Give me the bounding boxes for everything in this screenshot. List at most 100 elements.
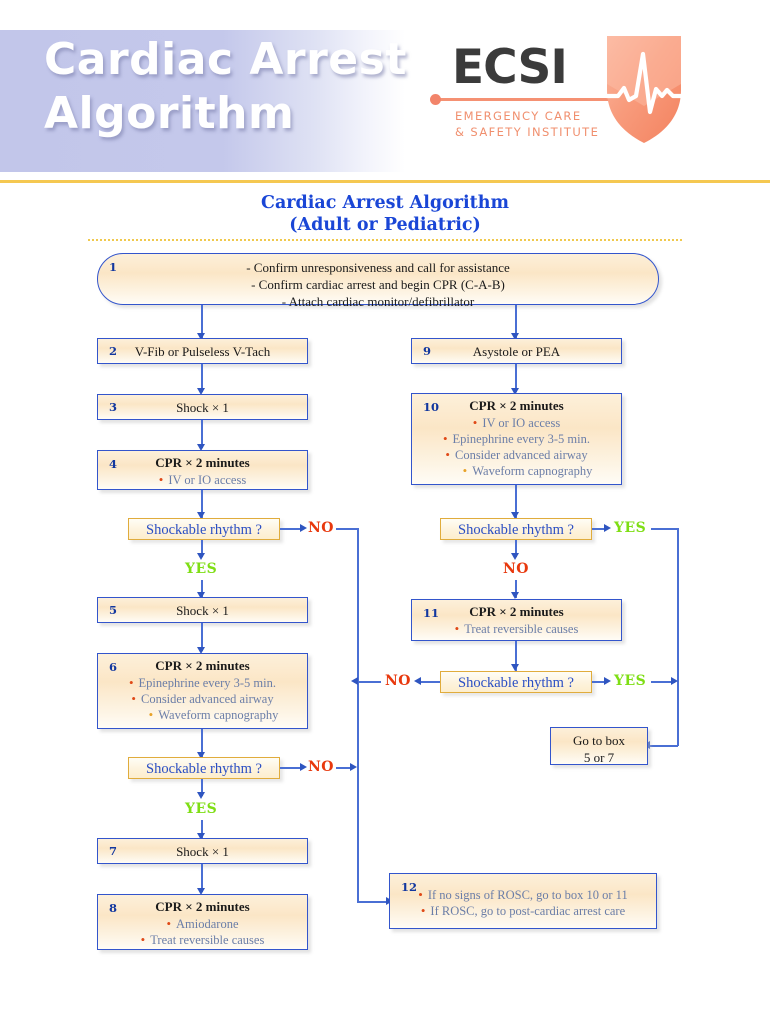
connector-3-to-4 (201, 420, 203, 448)
decision-4[interactable]: Shockable rhythm ? (440, 671, 592, 693)
arrowhead (604, 677, 611, 685)
arrowhead (197, 333, 205, 340)
list-item: Consider advanced airway (412, 447, 621, 463)
box-1[interactable]: 1 - Confirm unresponsiveness and call fo… (97, 253, 659, 309)
list-item: Treat reversible causes (412, 621, 621, 637)
ecsi-wordmark: ECSI (452, 40, 568, 95)
box-7-title: Shock × 1 (176, 844, 229, 859)
connector-d1-no-2 (336, 528, 359, 530)
box-6-title: CPR × 2 minutes (155, 658, 250, 673)
connector-10-to-d3 (515, 485, 517, 518)
connector-9-to-10 (515, 364, 517, 392)
box-8[interactable]: 8 CPR × 2 minutes Amiodarone Treat rever… (97, 894, 308, 950)
connector-d3-no (515, 540, 517, 557)
connector-d3-yes-2 (651, 528, 679, 530)
decision-3-text: Shockable rhythm ? (458, 522, 574, 538)
arrowhead (671, 677, 678, 685)
logo-rule (432, 98, 647, 101)
connector-d4-no (418, 681, 440, 683)
logo-dot-icon (430, 94, 441, 105)
arrowhead (197, 592, 205, 599)
box-1-number: 1 (109, 260, 118, 274)
box-1-text: - Confirm unresponsiveness and call for … (246, 260, 510, 309)
arrowhead (604, 524, 611, 532)
ecsi-tagline: EMERGENCY CARE & SAFETY INSTITUTE (455, 109, 600, 139)
arrowhead (300, 763, 307, 771)
ecsi-logo: ECSI EMERGENCY CARE & SAFETY INSTITUTE (430, 36, 683, 154)
connector-4-to-d1 (201, 490, 203, 520)
list-item: If no signs of ROSC, go to box 10 or 11 (390, 887, 656, 903)
box-10-title: CPR × 2 minutes (469, 398, 564, 413)
connector-trunk-to-goto (648, 745, 678, 747)
connector-11-to-d4 (515, 641, 517, 671)
box-4-bullets: IV or IO access (98, 472, 307, 488)
box-7[interactable]: 7 Shock × 1 (97, 838, 308, 864)
box-4-title: CPR × 2 minutes (155, 455, 250, 470)
shield-ecg-icon (605, 36, 683, 143)
box-3[interactable]: 3 Shock × 1 (97, 394, 308, 420)
box-9-number: 9 (423, 344, 432, 358)
label-yes-2: YES (185, 801, 218, 817)
box-12[interactable]: 12 If no signs of ROSC, go to box 10 or … (389, 873, 657, 929)
arrowhead (197, 444, 205, 451)
list-item: Amiodarone (98, 916, 307, 932)
arrowhead (511, 553, 519, 560)
connector-no3-to-11 (515, 580, 517, 598)
decision-3[interactable]: Shockable rhythm ? (440, 518, 592, 540)
list-item: If ROSC, go to post-cardiac arrest care (390, 903, 656, 919)
decision-2[interactable]: Shockable rhythm ? (128, 757, 280, 779)
arrowhead (197, 833, 205, 840)
box-9[interactable]: 9 Asystole or PEA (411, 338, 622, 364)
list-item-sub: Waveform capnography (412, 463, 621, 479)
gold-divider (0, 180, 770, 183)
box-3-title: Shock × 1 (176, 400, 229, 415)
connector-d4-yes-2 (651, 681, 675, 683)
connector-no-trunk (357, 528, 359, 903)
connector-trunk-to-12 (357, 901, 389, 903)
label-no-3: NO (503, 561, 529, 577)
box-2-title: V-Fib or Pulseless V-Tach (134, 344, 271, 359)
arrowhead (197, 888, 205, 895)
box-2[interactable]: 2 V-Fib or Pulseless V-Tach (97, 338, 308, 364)
box-3-number: 3 (109, 400, 118, 414)
box-6[interactable]: 6 CPR × 2 minutes Epinephrine every 3-5 … (97, 653, 308, 729)
header-band (0, 30, 405, 172)
decision-1[interactable]: Shockable rhythm ? (128, 518, 280, 540)
list-item: IV or IO access (412, 415, 621, 431)
connector-5-to-6 (201, 623, 203, 651)
arrowhead (511, 592, 519, 599)
goto-box[interactable]: Go to box 5 or 7 (550, 727, 648, 765)
label-yes-4: YES (614, 673, 647, 689)
box-4[interactable]: 4 CPR × 2 minutes IV or IO access (97, 450, 308, 490)
connector-2-to-3 (201, 364, 203, 392)
connector-6-to-d2 (201, 729, 203, 757)
list-item: Epinephrine every 3-5 min. (412, 431, 621, 447)
list-item: IV or IO access (98, 472, 307, 488)
box-5-number: 5 (109, 603, 118, 617)
box-11-bullets: Treat reversible causes (412, 621, 621, 637)
box-5[interactable]: 5 Shock × 1 (97, 597, 308, 623)
arrowhead (350, 763, 357, 771)
arrowhead (511, 333, 519, 340)
box-4-number: 4 (109, 457, 118, 471)
arrowhead (197, 553, 205, 560)
label-yes-3: YES (614, 520, 647, 536)
box-8-title: CPR × 2 minutes (155, 899, 250, 914)
arrowhead (197, 388, 205, 395)
box-8-bullets: Amiodarone Treat reversible causes (98, 916, 307, 948)
box-5-title: Shock × 1 (176, 603, 229, 618)
box-10[interactable]: 10 CPR × 2 minutes IV or IO access Epine… (411, 393, 622, 485)
connector-d1-no (280, 528, 301, 530)
connector-1-to-9 (515, 305, 517, 338)
arrowhead (197, 792, 205, 799)
box-11-number: 11 (423, 606, 440, 620)
dotted-divider (88, 239, 682, 241)
box-10-bullets: IV or IO access Epinephrine every 3-5 mi… (412, 415, 621, 479)
arrowhead (511, 512, 519, 519)
box-12-bullets: If no signs of ROSC, go to box 10 or 11 … (390, 887, 656, 919)
connector-d4-no-2 (357, 681, 381, 683)
box-11[interactable]: 11 CPR × 2 minutes Treat reversible caus… (411, 599, 622, 641)
connector-1-to-2 (201, 305, 203, 338)
arrowhead (414, 677, 421, 685)
arrowhead (511, 388, 519, 395)
